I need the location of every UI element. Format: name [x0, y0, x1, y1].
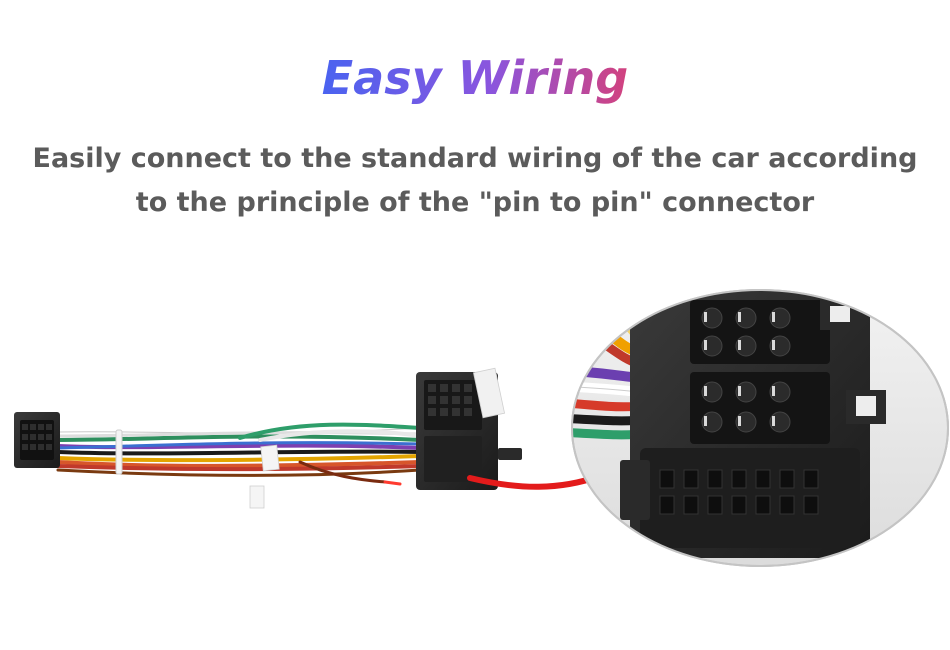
- subtitle-line-1: Easily connect to the standard wiring of…: [32, 143, 918, 174]
- left-plug: [14, 412, 60, 468]
- harness-wires: [55, 422, 423, 486]
- subtitle-line-2: to the principle of the "pin to pin" con…: [135, 187, 815, 218]
- zoom-circle: [571, 289, 949, 567]
- page-title: Easy Wiring: [322, 48, 628, 108]
- wire-labels: [249, 444, 280, 509]
- title-wrap: Easy Wiring: [0, 48, 950, 108]
- right-plug: [416, 367, 522, 490]
